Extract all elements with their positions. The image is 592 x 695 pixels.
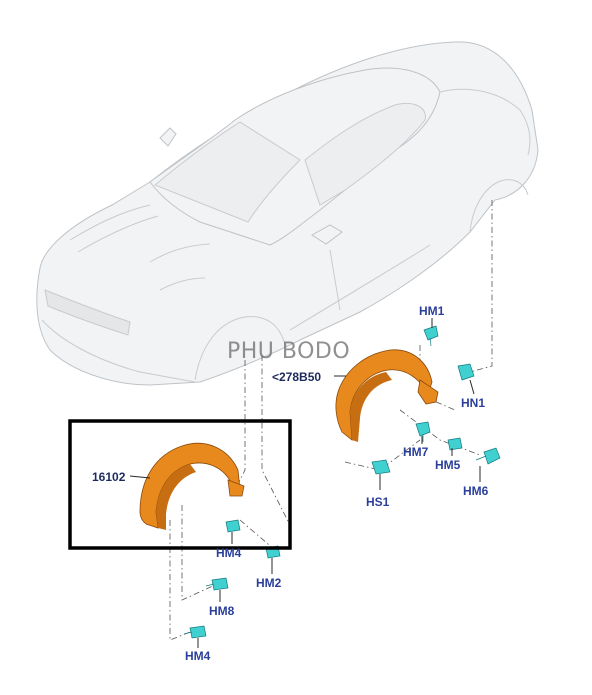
car-rear-deck [439,88,531,156]
car-rear-wheel-arch [469,179,529,233]
clip-hm8 [205,577,229,591]
car-front-wheel-arch [194,316,286,381]
car-mirror [311,224,343,245]
car-body-illustration [36,41,539,386]
rear-wheelhouse-liner [335,349,439,442]
car-side-window [304,103,426,206]
clip-hm5 [447,437,463,451]
clip-hm4-upper [225,519,241,533]
callout-labels: HM1 <278B50 HN1 HM7 HM5 HM6 HS1 16102 HM… [92,304,489,663]
clip-hn1 [457,363,475,381]
front-wheelhouse-liner [139,442,245,530]
callout-hm4-upper: HM4 [216,546,242,560]
clip-hm1 [423,325,439,347]
callout-hm7: HM7 [403,445,429,459]
highlight-frame [68,419,292,550]
front-liner-shadow [156,464,196,530]
rear-liner-shadow [350,372,392,442]
front-liner-shell [139,442,241,529]
callout-hm2: HM2 [256,576,282,590]
rear-liner-flange [417,379,439,405]
callout-hm1: HM1 [419,304,445,318]
clip-hm4-lower [183,625,207,639]
car-windshield [154,121,301,223]
car-grille [44,289,131,336]
car-a-pillar-detail [159,127,177,147]
callout-hm5: HM5 [435,458,461,472]
guide-front-liner-lower [169,505,276,641]
front-liner-flange [227,479,245,497]
watermark-text: PHU BODO [227,339,350,364]
callout-hs1: HS1 [366,495,390,509]
callout-hm4-lower: HM4 [185,649,211,663]
callout-hn1: HN1 [461,396,485,410]
leader-16102 [129,475,151,479]
clip-hs1 [371,459,391,475]
rear-liner-shell [335,349,433,441]
callout-leaders [129,318,481,648]
callout-16102: 16102 [92,470,126,484]
clip-hm6 [475,447,501,465]
car-front-bumper [41,319,196,383]
guide-rear-clips [344,409,481,471]
callout-278b50: <278B50 [272,370,321,384]
callout-hm8: HM8 [209,604,235,618]
leader-hn1 [469,379,475,395]
callout-hm6: HM6 [463,484,489,498]
fastener-clips [183,325,501,639]
car-door-line [289,244,431,331]
clip-hm7 [415,421,431,442]
guide-rear-arch-to-hn1 [469,200,493,373]
car-hood-vents [69,204,211,291]
